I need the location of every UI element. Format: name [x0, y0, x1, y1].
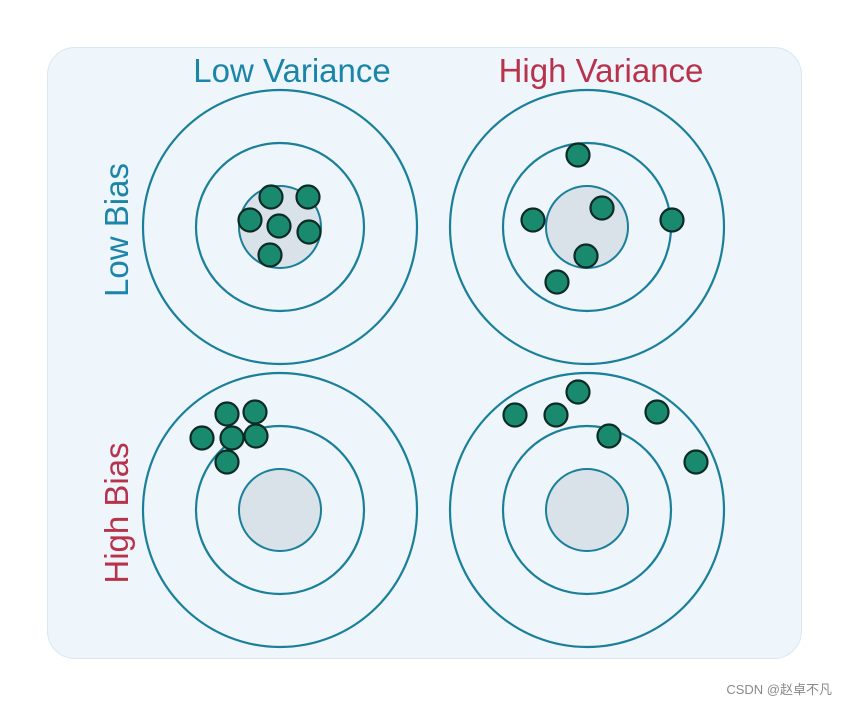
- shot-point: [257, 242, 283, 268]
- shot-point: [659, 207, 685, 233]
- middle-ring: [194, 141, 366, 313]
- shot-point: [544, 269, 570, 295]
- outer-ring: [141, 88, 419, 366]
- shot-point: [243, 423, 269, 449]
- shot-point: [502, 402, 528, 428]
- shot-point: [237, 207, 263, 233]
- shot-point: [219, 425, 245, 451]
- shot-point: [565, 379, 591, 405]
- middle-ring: [194, 424, 366, 596]
- shot-point: [543, 402, 569, 428]
- shot-point: [214, 401, 240, 427]
- bullseye: [238, 468, 322, 552]
- watermark: CSDN @赵卓不凡: [726, 682, 832, 697]
- outer-ring: [448, 371, 726, 649]
- column-label-high-variance: High Variance: [498, 52, 704, 89]
- column-label-low-variance: Low Variance: [193, 52, 391, 89]
- outer-ring: [141, 371, 419, 649]
- bullseye: [545, 468, 629, 552]
- diagram-panel: [47, 47, 802, 659]
- shot-point: [596, 423, 622, 449]
- target-high-bias-low-variance: [141, 371, 419, 649]
- target-low-bias-high-variance: [448, 88, 726, 366]
- target-low-bias-low-variance: [141, 88, 419, 366]
- shot-point: [258, 184, 284, 210]
- middle-ring: [501, 424, 673, 596]
- shot-point: [644, 399, 670, 425]
- shot-point: [573, 243, 599, 269]
- shot-point: [295, 184, 321, 210]
- shot-point: [242, 399, 268, 425]
- shot-point: [189, 425, 215, 451]
- shot-point: [296, 219, 322, 245]
- shot-point: [565, 142, 591, 168]
- shot-point: [589, 195, 615, 221]
- outer-ring: [448, 88, 726, 366]
- target-high-bias-high-variance: [448, 371, 726, 649]
- shot-point: [266, 213, 292, 239]
- shot-point: [520, 207, 546, 233]
- shot-point: [214, 449, 240, 475]
- shot-point: [683, 449, 709, 475]
